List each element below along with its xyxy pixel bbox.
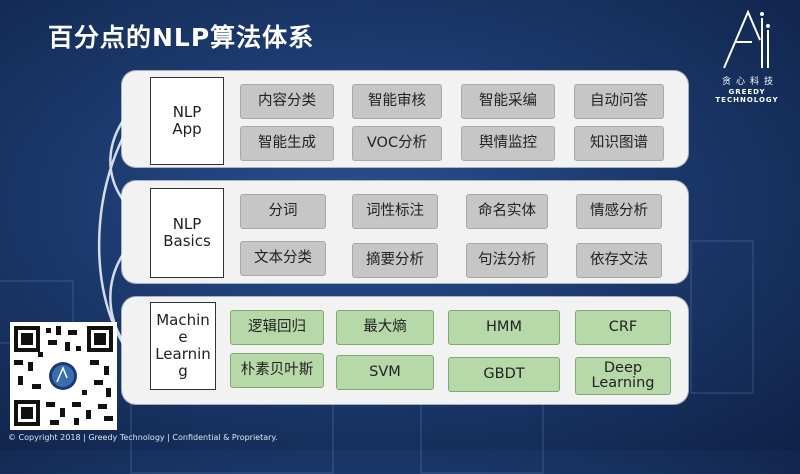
chip: 智能生成 [240,126,334,161]
chip: 文本分类 [240,241,326,276]
layer-label-text: NLP Basics [163,214,211,250]
layer-label-nlp-app: NLP App [150,77,224,165]
footer-copyright: © Copyright 2018 | Greedy Technology | C… [8,433,278,442]
layer-label-line: Machin [156,310,210,329]
chip: VOC分析 [352,126,442,161]
layer-label-line: Learnin [155,345,211,363]
layer-label-machine-learning: Machin e Learnin g [150,302,216,390]
chip: GBDT [448,357,560,392]
logo-chinese-name: 贪心科技 [721,77,778,87]
bg-decoration [690,240,754,394]
chip: 分词 [240,194,326,229]
chip: SVM [336,355,434,390]
chip: 命名实体 [466,194,548,229]
chip: HMM [448,310,560,345]
chip: 词性标注 [352,194,438,229]
chip: Deep Learning [575,357,671,395]
logo-english-name: GREEDY TECHNOLOGY [715,88,779,104]
chip: 知识图谱 [574,126,664,161]
chip: 自动问答 [574,84,664,119]
layer-label-nlp-basics: NLP Basics [150,188,224,278]
chip: 智能审核 [352,84,442,119]
chip: 最大熵 [336,310,434,345]
chip: 舆情监控 [461,126,555,161]
layer-label-line: g [178,362,188,381]
chip: 摘要分析 [352,243,438,278]
greedy-logo: 贪心科技 GREEDY TECHNOLOGY [702,8,792,104]
chip: 依存文法 [576,243,662,278]
chip: 内容分类 [240,84,334,119]
qr-code-icon [14,326,113,426]
qr-code [10,322,117,430]
chip: CRF [575,310,671,345]
chip: 逻辑回归 [230,310,324,345]
logo-a-icon [723,9,770,69]
layer-label-text: NLP App [172,102,202,138]
chip: 情感分析 [576,194,662,229]
slide-title: 百分点的NLP算法体系 [48,23,315,52]
layer-label-line: e [178,327,188,346]
chip: 句法分析 [466,243,548,278]
chip: 智能采编 [461,84,555,119]
chip: 朴素贝叶斯 [230,353,324,388]
